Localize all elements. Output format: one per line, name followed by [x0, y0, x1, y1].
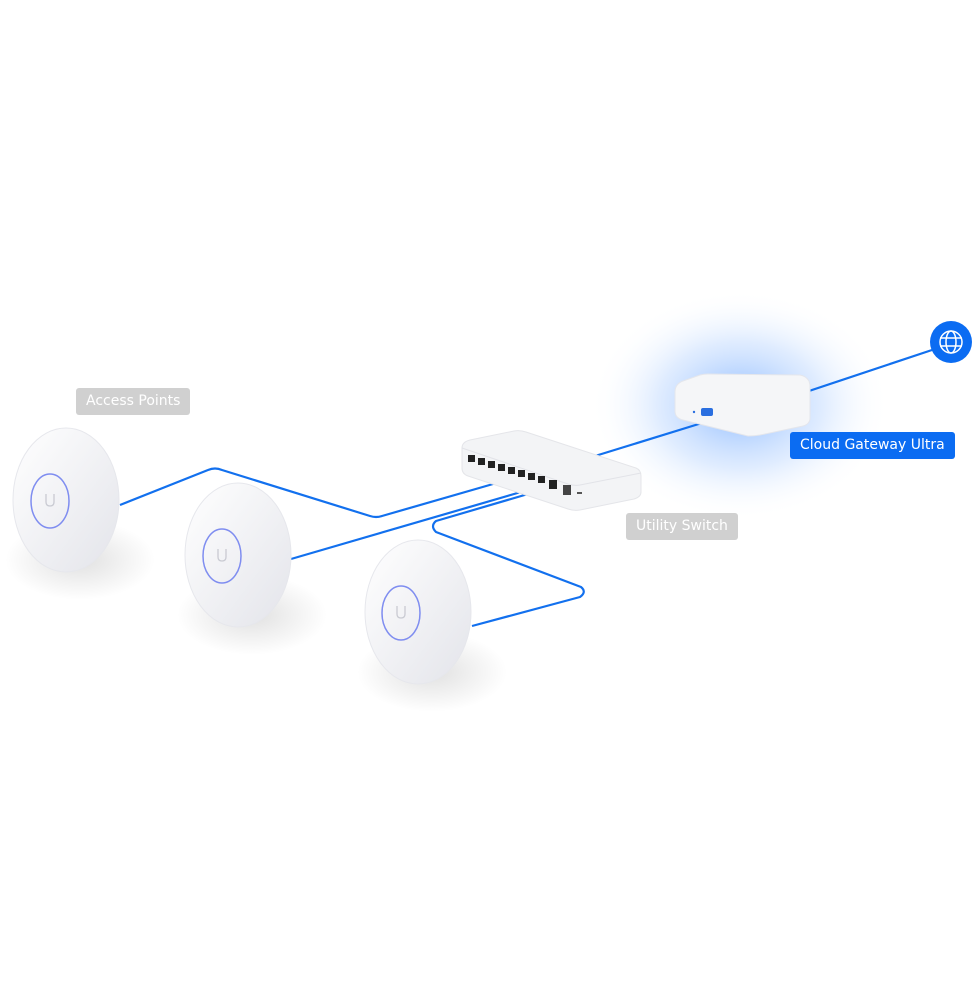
cable-ap3-switch	[431, 487, 585, 628]
cable-ap2-switch	[290, 490, 522, 561]
utility-switch	[461, 430, 642, 511]
access-points-label: Access Points	[76, 388, 191, 415]
globe-icon[interactable]	[930, 321, 972, 363]
gateway-label: Cloud Gateway Ultra	[790, 432, 955, 459]
cable-ap1-switch	[119, 467, 501, 519]
cable-gateway-internet	[802, 348, 933, 395]
cloud-gateway-ultra	[674, 373, 811, 437]
utility-switch-label: Utility Switch	[626, 513, 738, 540]
access-point	[184, 482, 292, 628]
access-point	[12, 427, 120, 573]
cable-switch-gateway	[594, 421, 703, 458]
access-point	[364, 539, 472, 685]
